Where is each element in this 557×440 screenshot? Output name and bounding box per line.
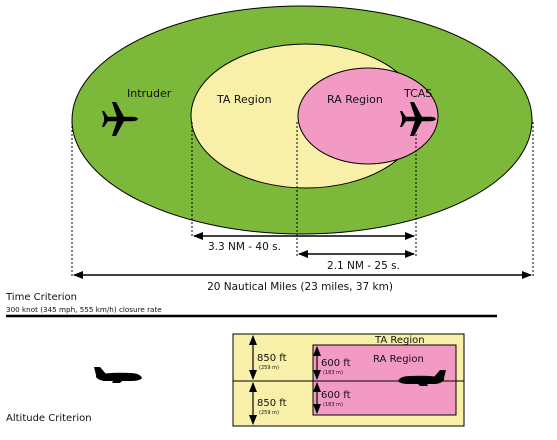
lower-600-meters: (183 m) <box>323 402 343 408</box>
tcas-label: TCAS <box>403 87 432 100</box>
upper-600-label: 600 ft <box>321 358 351 369</box>
intruder-label: Intruder <box>127 87 172 100</box>
altitude-criterion-title: Altitude Criterion <box>6 413 92 424</box>
ra-region <box>297 67 439 165</box>
upper-600-meters: (183 m) <box>323 370 343 376</box>
ra-distance-label: 2.1 NM - 25 s. <box>327 260 400 272</box>
total-distance-label: 20 Nautical Miles (23 miles, 37 km) <box>207 281 393 293</box>
lower-850-label: 850 ft <box>257 398 287 409</box>
upper-850-label: 850 ft <box>257 353 287 364</box>
intruder-side-airplane-icon <box>94 367 142 383</box>
altitude-ta-label: TA Region <box>374 335 425 346</box>
upper-850-meters: (259 m) <box>259 365 279 371</box>
time-criterion-title: Time Criterion <box>5 292 77 303</box>
lower-850-meters: (259 m) <box>259 410 279 416</box>
time-criterion-subtitle: 300 knot (345 mph, 555 km/h) closure rat… <box>6 305 162 314</box>
ta-region-label: TA Region <box>216 93 272 106</box>
ta-distance-label: 3.3 NM - 40 s. <box>208 241 281 253</box>
ra-region-label: RA Region <box>327 93 383 106</box>
altitude-ra-label: RA Region <box>373 354 424 365</box>
lower-600-label: 600 ft <box>321 390 351 401</box>
